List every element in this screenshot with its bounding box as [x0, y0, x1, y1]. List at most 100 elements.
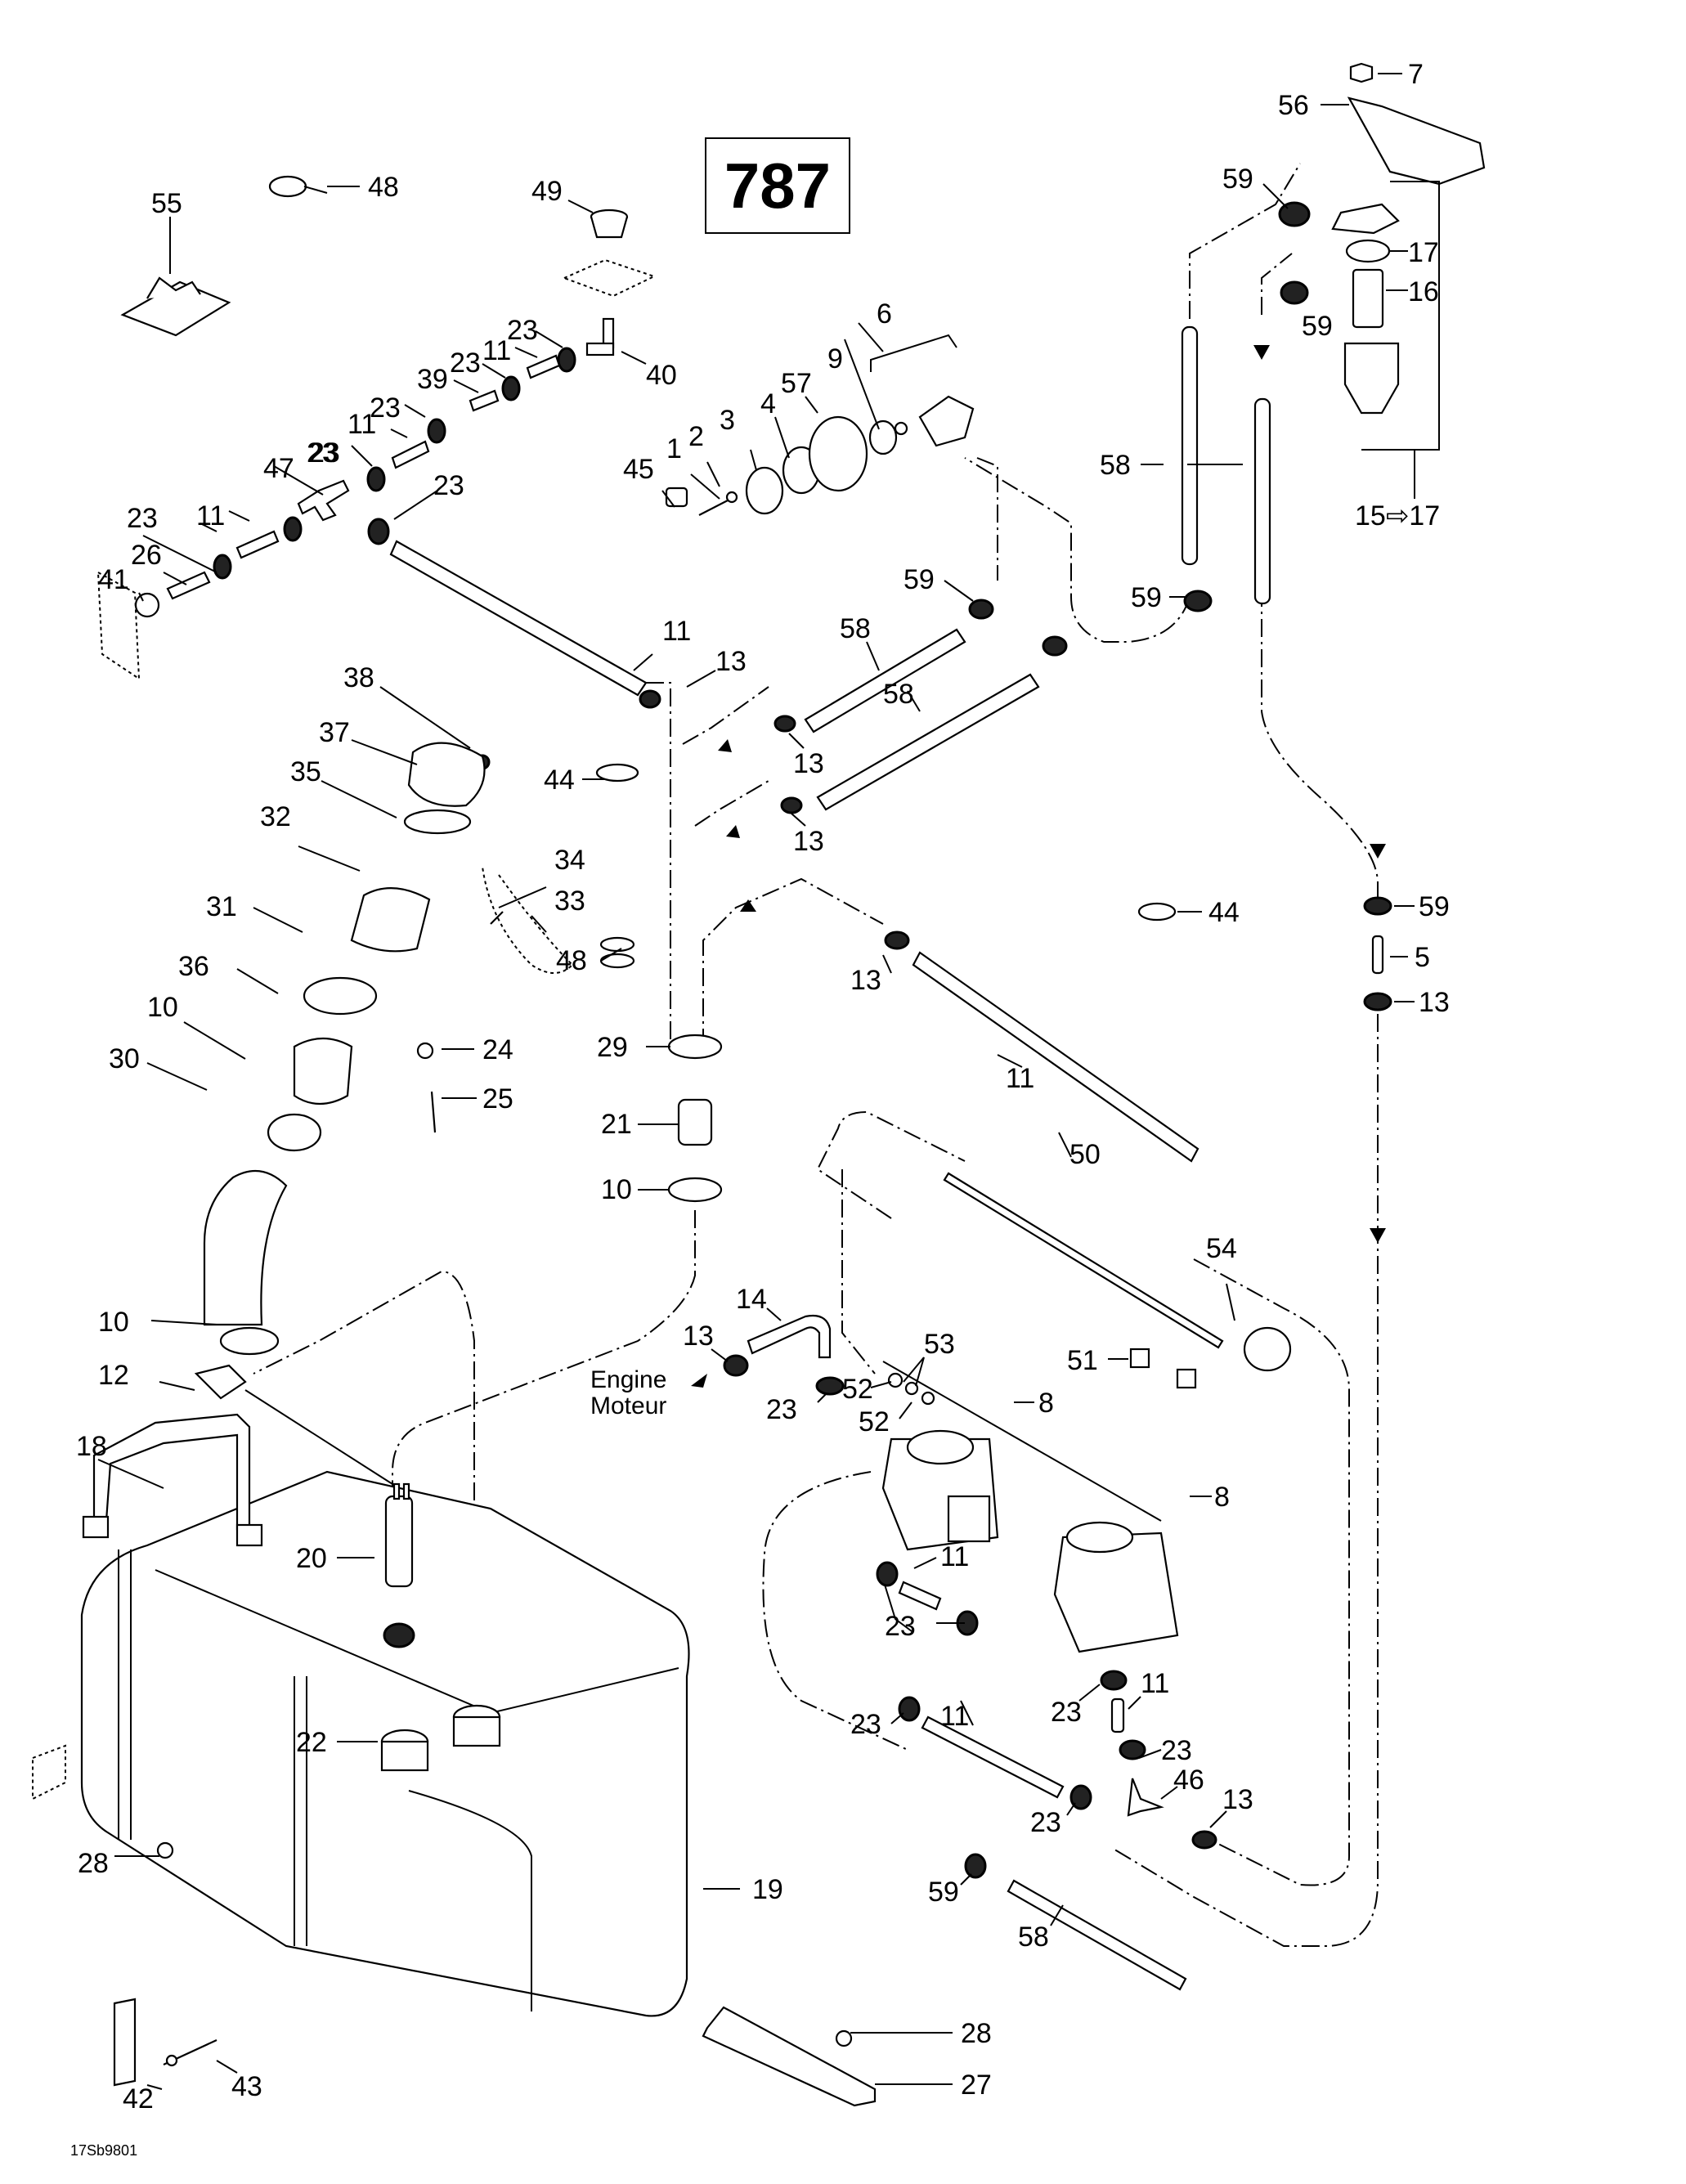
callout-label: 28 — [961, 2018, 992, 2049]
callout-label: 18 — [76, 1431, 107, 1462]
callout-label: 16 — [1408, 276, 1439, 307]
callout-label: 58 — [883, 679, 914, 710]
callout-label: 47 — [263, 453, 294, 484]
callout-label: 23 — [850, 1709, 881, 1740]
callout-label: 30 — [109, 1043, 140, 1074]
fuel-routing-lines — [253, 163, 1379, 1947]
diagram-number: 787 — [724, 149, 832, 222]
callout-label: 59 — [1222, 164, 1253, 195]
bracket-42-rivet-43 — [113, 1998, 217, 2087]
callout-label: 13 — [793, 748, 824, 779]
range-label: 15⇨17 — [1355, 500, 1440, 531]
callout-label: 11 — [940, 1541, 969, 1572]
callout-label: 11 — [1006, 1063, 1034, 1094]
callout-label: 44 — [544, 765, 575, 796]
callout-label: 42 — [123, 2083, 154, 2114]
engine-destination-label: Engine Moteur — [590, 1367, 666, 1419]
callout-label: 8 — [1038, 1388, 1054, 1419]
callout-label: 7 — [1408, 59, 1424, 90]
flow-arrow-down — [1370, 1228, 1386, 1243]
callout-label: 23 — [766, 1394, 797, 1425]
fuel-tank-19 — [32, 1470, 690, 2017]
callout-label: 11 — [1141, 1668, 1169, 1699]
callout-label: 48 — [556, 945, 587, 976]
diagram-number-box: 787 — [705, 137, 850, 234]
flow-arrow-right — [718, 739, 732, 752]
callout-label: 6 — [877, 298, 892, 330]
callout-label: 53 — [924, 1329, 955, 1360]
callout-label: 28 — [78, 1848, 109, 1879]
callout-label: 23 — [885, 1611, 916, 1642]
callout-label: 11 — [662, 616, 691, 647]
callout-label: 27 — [961, 2070, 992, 2101]
flow-arrow-down — [1253, 345, 1270, 360]
callout-label: 19 — [752, 1874, 783, 1905]
callout-label: 59 — [1419, 891, 1450, 922]
callout-label: 23 — [1051, 1697, 1082, 1728]
callout-label: 48 — [368, 172, 399, 203]
carburetors — [881, 1361, 1179, 1653]
callout-label: 55 — [151, 188, 182, 219]
callout-label: 23 — [307, 437, 338, 469]
callout-label: 23 — [370, 392, 401, 424]
callout-label: 20 — [296, 1543, 327, 1574]
callout-label: 23 — [1161, 1735, 1192, 1766]
callout-label: 10 — [98, 1307, 129, 1338]
callout-label: 13 — [1222, 1784, 1253, 1815]
callout-label: 31 — [206, 891, 237, 922]
callout-label: 39 — [417, 364, 448, 395]
callout-label: 24 — [482, 1034, 513, 1065]
fuel-filter-assembly — [1181, 62, 1486, 612]
tank-strap-18 — [82, 1413, 263, 1547]
callout-label: 10 — [601, 1174, 632, 1205]
flow-arrow-right — [726, 825, 740, 838]
hoses-58-middle — [773, 599, 1068, 814]
callout-label: 59 — [904, 564, 935, 595]
callout-label: 11 — [348, 409, 376, 440]
filler-neck-assembly — [203, 742, 574, 1356]
callout-label: 56 — [1278, 90, 1309, 121]
callout-label: 11 — [940, 1701, 969, 1732]
callout-label: 29 — [597, 1032, 628, 1063]
callout-label: 44 — [1208, 897, 1240, 928]
callout-label: 36 — [178, 951, 209, 982]
callout-label: 33 — [554, 886, 585, 917]
clip-part-55 — [120, 276, 231, 337]
callout-label: 8 — [1214, 1482, 1230, 1513]
flow-arrow-engine — [691, 1374, 707, 1388]
callout-label: 59 — [928, 1877, 959, 1908]
callout-label: 11 — [482, 335, 511, 366]
callout-label: 3 — [720, 405, 735, 436]
callout-label: 58 — [1100, 450, 1131, 481]
callout-label: 23 — [433, 470, 464, 501]
callout-label: 13 — [1419, 987, 1450, 1018]
callout-label: 12 — [98, 1360, 129, 1391]
callout-label: 32 — [260, 801, 291, 832]
callout-label: 34 — [554, 845, 585, 876]
callout-label: 43 — [231, 2071, 262, 2102]
cap-49 — [562, 209, 657, 298]
clamp-stack-center — [595, 763, 1177, 1203]
lower-carb-hoses — [876, 1561, 1217, 1991]
callout-label: 1 — [666, 433, 682, 464]
callout-labels: 7 56 59 17 16 59 58 59 48 55 49 23 40 11… — [76, 59, 1450, 2114]
callout-label: 5 — [1415, 942, 1430, 973]
callout-label: 52 — [842, 1374, 873, 1405]
bracket-27 — [702, 2006, 877, 2107]
callout-label: 58 — [1018, 1922, 1049, 1953]
callout-label: 9 — [827, 343, 843, 374]
callout-label: 11 — [196, 500, 225, 531]
elbow-hose-14 — [723, 1314, 845, 1396]
callout-label: 25 — [482, 1083, 513, 1114]
callout-label: 13 — [715, 646, 747, 677]
callout-label: 52 — [859, 1406, 890, 1437]
callout-label: 4 — [760, 388, 776, 419]
callout-label: 51 — [1067, 1345, 1098, 1376]
callout-label: 13 — [683, 1321, 714, 1352]
callout-label: 40 — [646, 360, 677, 391]
callout-label: 17 — [1408, 237, 1439, 268]
callout-label: 57 — [781, 368, 812, 399]
callout-label: 35 — [290, 756, 321, 787]
choke-cable-50 — [943, 1172, 1292, 1389]
callout-label: 23 — [507, 315, 538, 346]
